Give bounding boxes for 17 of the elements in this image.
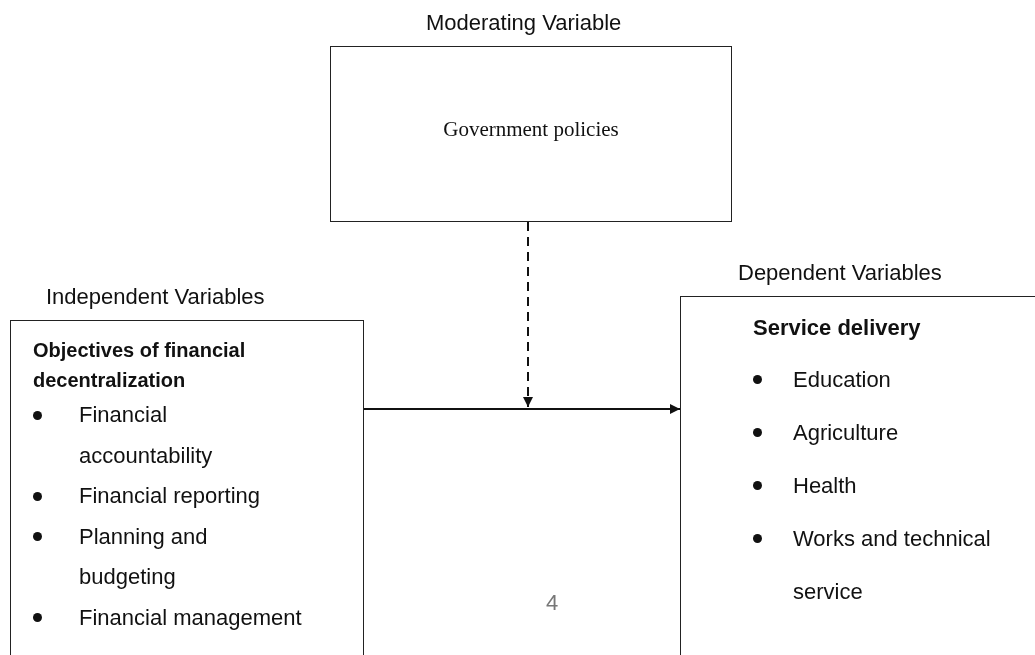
page-number: 4 (546, 590, 559, 616)
box-title: Independent Variables (46, 284, 265, 310)
dashed-arrow (523, 221, 533, 408)
list-item: Works and technical service (793, 525, 992, 606)
box-heading: Service delivery (753, 314, 922, 342)
arrow (363, 404, 681, 414)
list-item: Planning and budgeting (79, 522, 209, 591)
list-item: Financial reporting (79, 482, 260, 510)
box-heading: Objectives of financial decentralization (33, 338, 247, 393)
box-title: Moderating Variable (426, 10, 622, 36)
list-item: Agriculture (793, 419, 899, 447)
box-text: Government policies (442, 117, 620, 142)
list-item: Financial management (79, 603, 302, 632)
list-item: Education (793, 366, 891, 394)
list-item: Financial accountability (79, 401, 214, 470)
box-title: Dependent Variables (738, 260, 942, 286)
list-item: Health (793, 472, 857, 500)
